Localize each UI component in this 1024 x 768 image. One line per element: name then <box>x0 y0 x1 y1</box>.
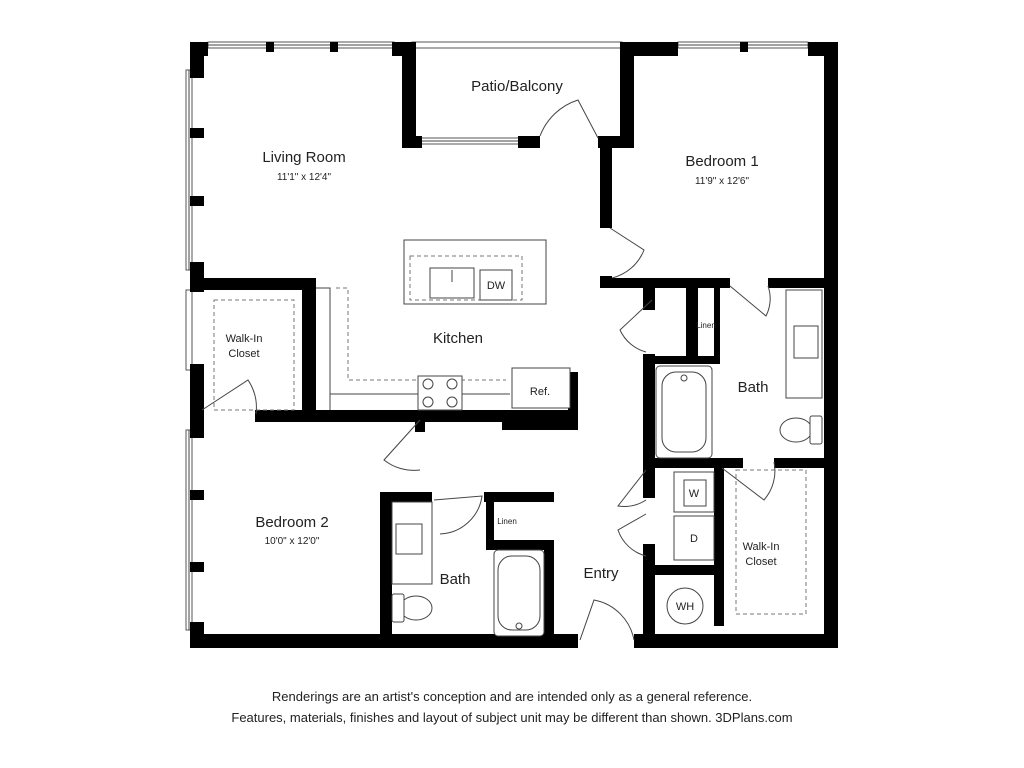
entry-label: Entry <box>583 565 619 582</box>
disclaimer-line-1: Renderings are an artist's conception an… <box>271 689 753 704</box>
walkin-right-label-2: Closet <box>745 556 776 568</box>
labels: Patio/Balcony Living Room 11'1" x 12'4" … <box>226 78 780 613</box>
counters <box>213 239 823 615</box>
walls <box>190 42 838 648</box>
bedroom2-dims: 10'0" x 12'0" <box>265 536 320 547</box>
living-room-dims: 11'1" x 12'4" <box>277 172 332 183</box>
bath2-toilet-icon <box>391 593 433 623</box>
dryer-label: D <box>690 533 698 545</box>
bath1-sink-icon <box>793 325 819 359</box>
bedroom1-label: Bedroom 1 <box>685 153 758 170</box>
bedroom1-dims: 11'9" x 12'6" <box>695 176 750 187</box>
bath2-label: Bath <box>440 571 471 588</box>
bath1-toilet-icon <box>779 415 823 445</box>
refrigerator-label: Ref. <box>530 386 550 398</box>
toilets <box>391 415 823 623</box>
bath1-label: Bath <box>738 379 769 396</box>
washer-label: W <box>689 488 700 500</box>
walkin-right-label-1: Walk-In <box>743 541 780 553</box>
living-room-label: Living Room <box>262 149 345 166</box>
water-heater-label: WH <box>676 601 694 613</box>
patio-label: Patio/Balcony <box>471 78 563 95</box>
bath2-sink-icon <box>395 523 423 555</box>
walkin-left-label-1: Walk-In <box>226 333 263 345</box>
kitchen-label: Kitchen <box>433 330 483 347</box>
dishwasher-icon <box>479 269 513 301</box>
dishwasher-label: DW <box>487 280 506 292</box>
stove-icon <box>417 375 463 411</box>
dryer-icon <box>673 515 715 561</box>
water-heater-icon <box>666 587 704 625</box>
linen-lower-label: Linen <box>497 517 517 526</box>
doors <box>201 99 776 641</box>
bedroom2-label: Bedroom 2 <box>255 514 328 531</box>
tubs <box>493 365 713 637</box>
disclaimer-line-2: Features, materials, finishes and layout… <box>231 710 793 725</box>
refrigerator-icon <box>511 367 571 409</box>
linen-upper-label: Linen <box>696 321 716 330</box>
walkin-left-label-2: Closet <box>228 348 259 360</box>
